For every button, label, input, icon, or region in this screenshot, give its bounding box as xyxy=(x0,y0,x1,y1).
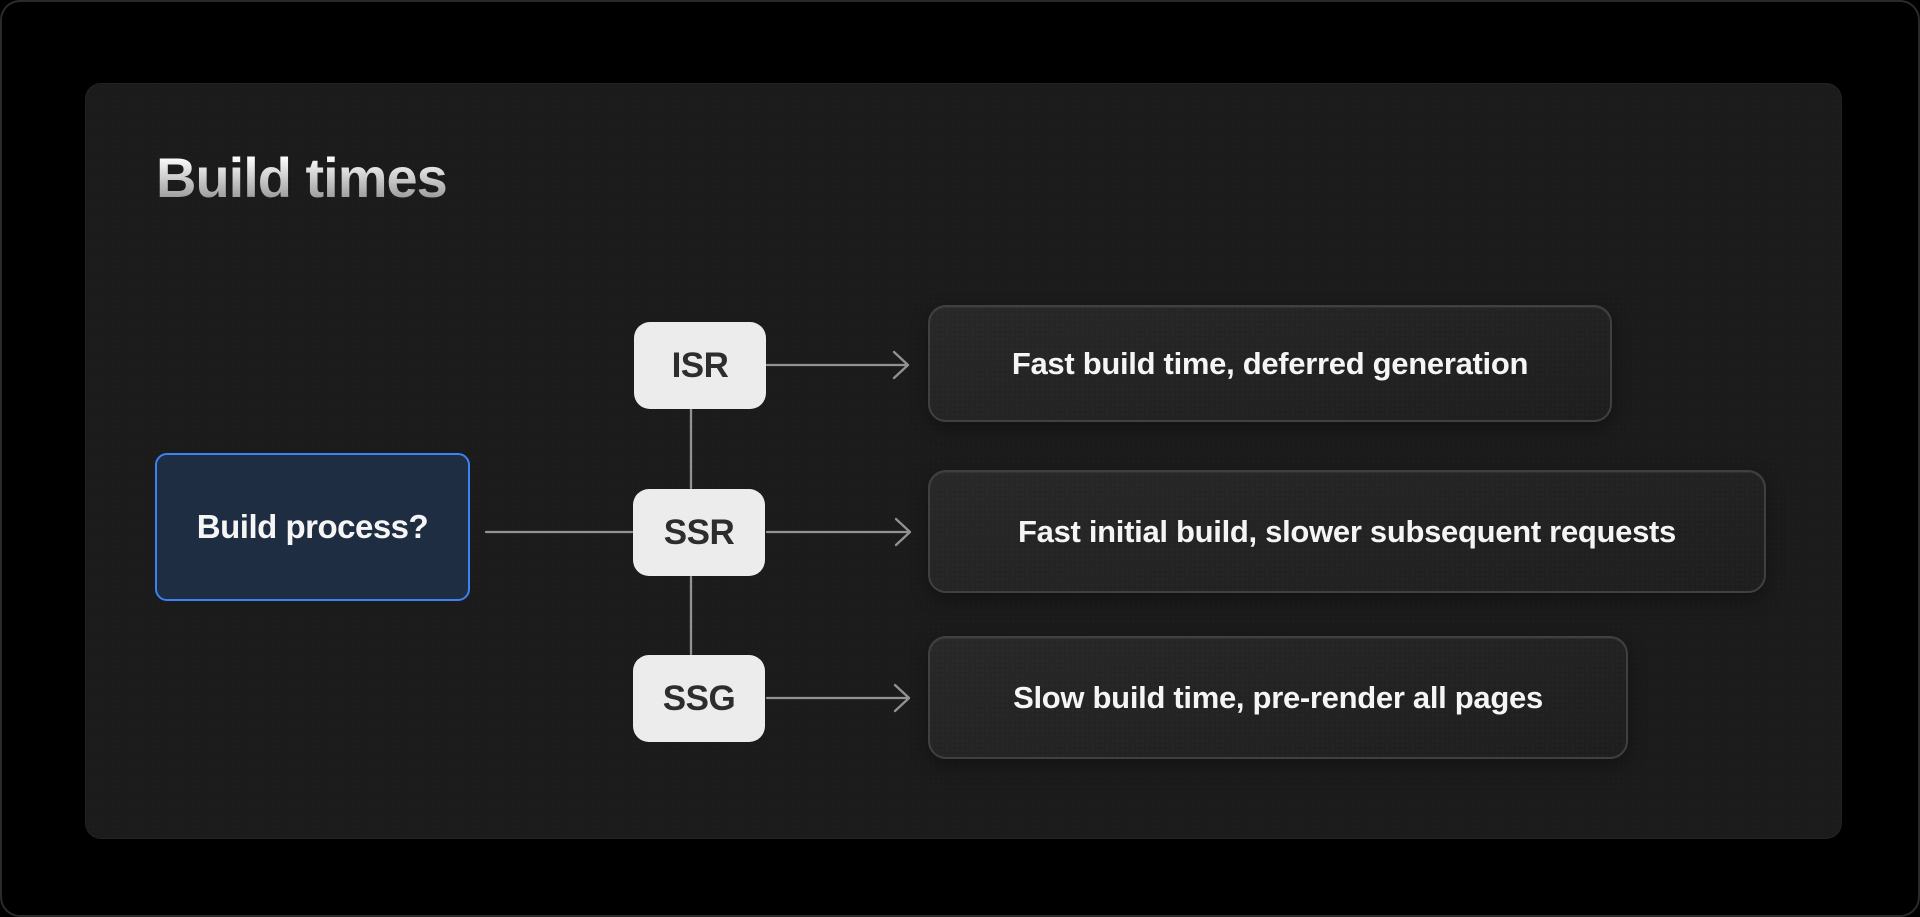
page-title: Build times xyxy=(156,146,448,209)
node-ssg-label: SSG xyxy=(662,678,736,718)
outcome-ssr: Fast initial build, slower subsequent re… xyxy=(928,470,1766,593)
outcome-isr-label: Fast build time, deferred generation xyxy=(1011,345,1529,381)
node-ssg: SSG xyxy=(633,655,765,742)
node-build-process: Build process? xyxy=(155,453,470,601)
outcome-isr: Fast build time, deferred generation xyxy=(928,305,1612,422)
node-ssr: SSR xyxy=(633,489,765,576)
slide-card: Build times Build process? ISR SSR SSG F… xyxy=(85,83,1842,839)
outcome-ssg: Slow build time, pre-render all pages xyxy=(928,636,1628,759)
node-ssr-label: SSR xyxy=(663,512,735,552)
arrow-ssr-to-outcome xyxy=(765,517,912,547)
arrow-ssg-to-outcome xyxy=(765,683,911,713)
node-isr: ISR xyxy=(634,322,766,409)
outcome-ssg-label: Slow build time, pre-render all pages xyxy=(1013,679,1543,715)
node-build-process-label: Build process? xyxy=(196,508,429,545)
node-isr-label: ISR xyxy=(671,345,729,385)
arrow-isr-to-outcome xyxy=(765,350,910,380)
outcome-ssr-label: Fast initial build, slower subsequent re… xyxy=(1018,513,1676,549)
